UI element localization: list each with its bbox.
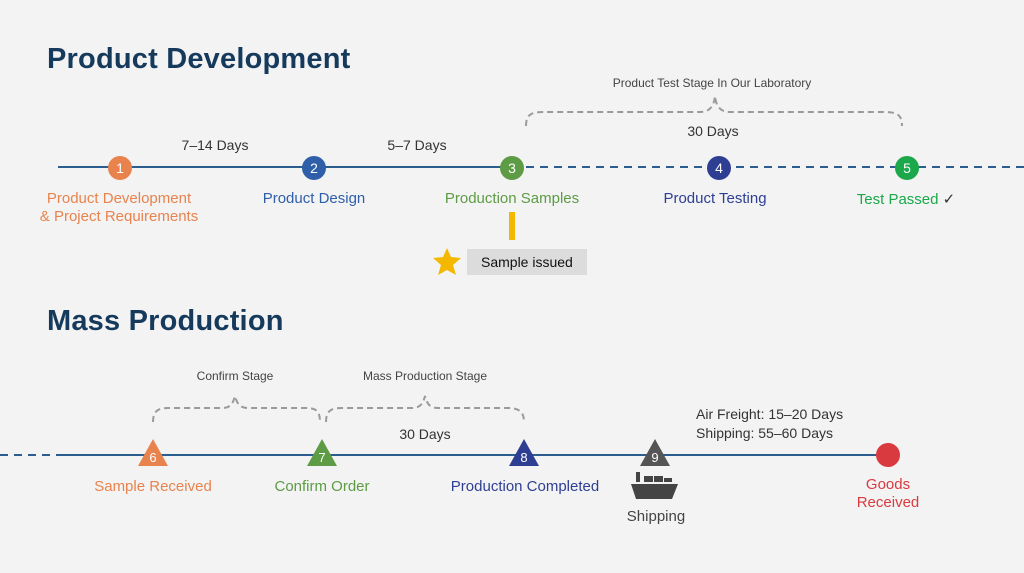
lab-test-stage-label: Product Test Stage In Our Laboratory (612, 76, 812, 90)
check-mark-icon: ✓ (942, 191, 956, 208)
step-7-label: Confirm Order (274, 478, 370, 495)
step-5-marker: 5 (895, 156, 919, 180)
cargo-ship-icon (631, 472, 678, 499)
step-6-marker: 6 (138, 439, 168, 466)
sample-marker-bar (509, 212, 515, 240)
svg-text:9: 9 (651, 450, 658, 465)
step-3-marker: 3 (500, 156, 524, 180)
goods-received-line2: Received (856, 494, 920, 511)
confirm-stage-brace (152, 395, 321, 423)
duration-1-2: 7–14 Days (181, 137, 249, 153)
step-3-label: Production Samples (444, 190, 580, 207)
lab-test-brace (525, 95, 903, 127)
step-9-label: Shipping (626, 508, 686, 525)
step-4-label: Product Testing (663, 190, 767, 207)
step-5-label: Test Passed ✓ (857, 190, 955, 208)
svg-text:4: 4 (715, 160, 723, 176)
step-6-label: Sample Received (94, 478, 212, 495)
step-1-label-line2: & Project Requirements (39, 208, 199, 225)
svg-text:6: 6 (149, 450, 156, 465)
confirm-stage-label: Confirm Stage (196, 369, 274, 383)
mass-stage-brace (325, 395, 525, 423)
mass-stage-label: Mass Production Stage (362, 369, 488, 383)
step-1-label: Product Development & Project Requiremen… (40, 190, 198, 226)
step-2-label: Product Design (262, 190, 366, 207)
step-8-marker: 8 (509, 439, 539, 466)
goods-received-line1: Goods (865, 476, 911, 493)
freight-air: Air Freight: 15–20 Days (696, 406, 844, 422)
step-1-marker: 1 (108, 156, 132, 180)
mass-stage-duration: 30 Days (399, 426, 451, 442)
step-9-marker: 9 (640, 439, 670, 466)
duration-2-3: 5–7 Days (387, 137, 447, 153)
svg-text:5: 5 (903, 160, 911, 176)
step-8-label: Production Completed (450, 478, 600, 495)
star-icon (433, 248, 461, 275)
step-7-marker: 7 (307, 439, 337, 466)
step-1-label-line1: Product Development (46, 190, 192, 207)
step-4-marker: 4 (707, 156, 731, 180)
freight-info: Air Freight: 15–20 Days Shipping: 55–60 … (696, 405, 843, 443)
svg-text:1: 1 (116, 160, 124, 176)
section-title-development: Product Development (47, 43, 351, 75)
svg-text:7: 7 (318, 450, 325, 465)
section-title-mass-production: Mass Production (47, 305, 284, 337)
svg-text:2: 2 (310, 160, 318, 176)
goods-received-marker (876, 443, 900, 467)
goods-received-label: Goods Received (857, 476, 920, 512)
freight-shipping: Shipping: 55–60 Days (696, 425, 833, 441)
step-5-label-text: Test Passed (856, 191, 939, 208)
sample-issued-badge: Sample issued (467, 249, 587, 275)
lab-test-duration: 30 Days (687, 123, 739, 139)
step-2-marker: 2 (302, 156, 326, 180)
svg-text:3: 3 (508, 160, 516, 176)
svg-text:8: 8 (520, 450, 527, 465)
